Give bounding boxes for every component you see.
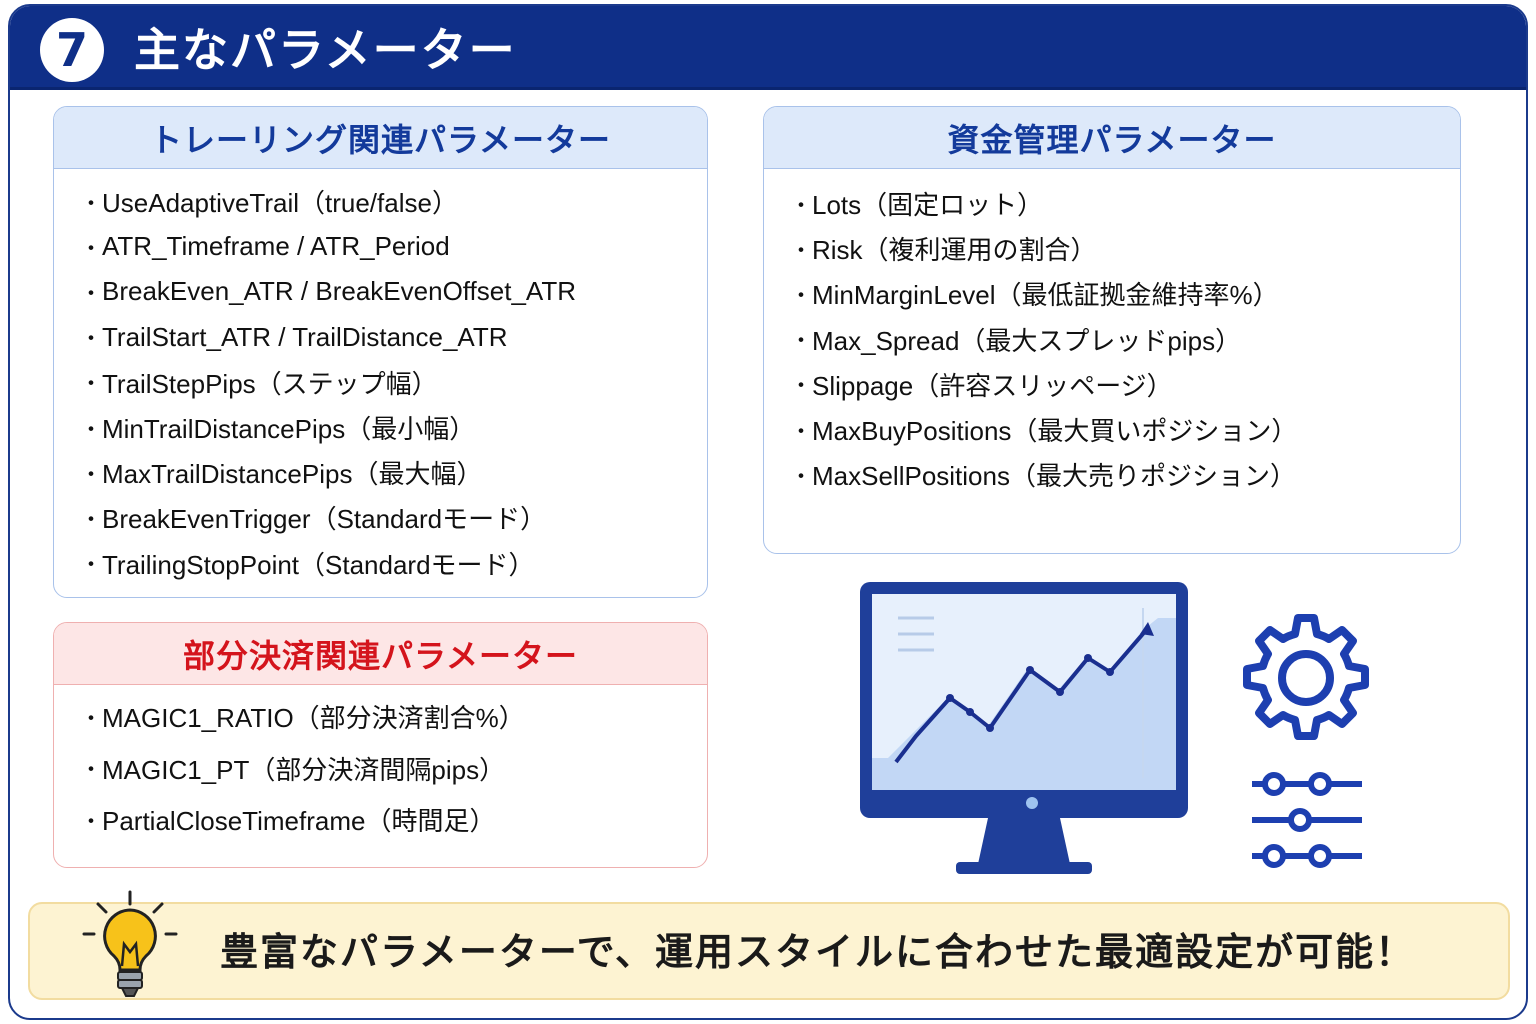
bullet-icon: ・ (80, 235, 103, 261)
bullet-icon: ・ (790, 237, 813, 263)
list-item: ・TrailStepPips（ステップ幅） (80, 360, 707, 405)
bullet-icon: ・ (80, 280, 103, 306)
param-label: TrailStepPips（ステップ幅） (102, 368, 438, 399)
partial-close-title: 部分決済関連パラメーター (54, 623, 707, 685)
list-item: ・BreakEven_ATR / BreakEvenOffset_ATR (80, 269, 707, 314)
list-item: ・MAGIC1_RATIO（部分決済割合%） (80, 691, 707, 743)
param-label: MinTrailDistancePips（最小幅） (102, 414, 476, 445)
monitor-chart-icon (860, 582, 1188, 874)
list-item: ・MaxTrailDistancePips（最大幅） (80, 450, 707, 495)
list-item: ・MinTrailDistancePips（最小幅） (80, 405, 707, 450)
partial-close-panel: 部分決済関連パラメーター ・MAGIC1_RATIO（部分決済割合%） ・MAG… (53, 622, 708, 868)
param-label: MaxBuyPositions（最大買いポジション） (812, 416, 1298, 447)
list-item: ・MaxSellPositions（最大売りポジション） (790, 452, 1460, 497)
param-label: MaxTrailDistancePips（最大幅） (102, 459, 483, 490)
money-management-list: ・Lots（固定ロット） ・Risk（複利運用の割合） ・MinMarginLe… (764, 169, 1460, 497)
slide-frame: 7 主なパラメーター トレーリング関連パラメーター ・UseAdaptiveTr… (8, 4, 1528, 1020)
bullet-icon: ・ (80, 705, 103, 731)
param-label: BreakEvenTrigger（Standardモード） (102, 504, 547, 535)
bullet-icon: ・ (80, 757, 103, 783)
param-label: Lots（固定ロット） (812, 190, 1044, 221)
trailing-params-panel: トレーリング関連パラメーター ・UseAdaptiveTrail（true/fa… (53, 106, 708, 598)
bullet-icon: ・ (80, 416, 103, 442)
bullet-icon: ・ (790, 192, 813, 218)
bullet-icon: ・ (790, 463, 813, 489)
bullet-icon: ・ (790, 418, 813, 444)
trailing-params-list: ・UseAdaptiveTrail（true/false） ・ATR_Timef… (54, 169, 707, 586)
list-item: ・Risk（複利運用の割合） (790, 226, 1460, 271)
param-label: TrailingStopPoint（Standardモード） (102, 549, 535, 580)
param-label: Slippage（許容スリッページ） (812, 370, 1173, 401)
list-item: ・PartialCloseTimeframe（時間足） (80, 794, 707, 846)
list-item: ・ATR_Timeframe / ATR_Period (80, 224, 707, 269)
param-label: MinMarginLevel（最低証拠金維持率%） (812, 280, 1279, 311)
param-label: UseAdaptiveTrail（true/false） (102, 188, 458, 219)
param-label: MAGIC1_RATIO（部分決済割合%） (102, 703, 525, 734)
bullet-icon: ・ (80, 506, 103, 532)
bullet-icon: ・ (790, 282, 813, 308)
list-item: ・MAGIC1_PT（部分決済間隔pips） (80, 743, 707, 795)
header-bar: 7 主なパラメーター (10, 6, 1526, 90)
trailing-params-title: トレーリング関連パラメーター (54, 107, 707, 169)
bullet-icon: ・ (80, 326, 103, 352)
list-item: ・Lots（固定ロット） (790, 181, 1460, 226)
param-label: Max_Spread（最大スプレッドpips） (812, 325, 1242, 356)
lightbulb-icon (82, 890, 178, 997)
list-item: ・TrailingStopPoint（Standardモード） (80, 541, 707, 586)
bullet-icon: ・ (80, 552, 103, 578)
param-label: Risk（複利運用の割合） (812, 235, 1097, 266)
param-label: MAGIC1_PT（部分決済間隔pips） (102, 754, 506, 785)
list-item: ・TrailStart_ATR / TrailDistance_ATR (80, 315, 707, 360)
list-item: ・Max_Spread（最大スプレッドpips） (790, 317, 1460, 362)
bullet-icon: ・ (790, 328, 813, 354)
sliders-icon (1252, 772, 1362, 868)
money-management-title: 資金管理パラメーター (764, 107, 1460, 169)
bullet-icon: ・ (790, 373, 813, 399)
tip-banner: 豊富なパラメーターで、運用スタイルに合わせた最適設定が可能！ (28, 890, 1510, 1000)
list-item: ・MaxBuyPositions（最大買いポジション） (790, 407, 1460, 452)
bullet-icon: ・ (80, 461, 103, 487)
money-management-panel: 資金管理パラメーター ・Lots（固定ロット） ・Risk（複利運用の割合） ・… (763, 106, 1461, 554)
gear-icon (1243, 614, 1369, 740)
tip-text: 豊富なパラメーターで、運用スタイルに合わせた最適設定が可能！ (220, 930, 1416, 974)
param-label: ATR_Timeframe / ATR_Period (102, 231, 450, 262)
bullet-icon: ・ (80, 190, 103, 216)
bullet-icon: ・ (80, 371, 103, 397)
param-label: BreakEven_ATR / BreakEvenOffset_ATR (102, 276, 576, 307)
param-label: MaxSellPositions（最大売りポジション） (812, 461, 1296, 492)
list-item: ・UseAdaptiveTrail（true/false） (80, 179, 707, 224)
param-label: PartialCloseTimeframe（時間足） (102, 806, 496, 837)
page-title: 主なパラメーター (134, 23, 517, 77)
partial-close-list: ・MAGIC1_RATIO（部分決済割合%） ・MAGIC1_PT（部分決済間隔… (54, 685, 707, 846)
list-item: ・BreakEvenTrigger（Standardモード） (80, 495, 707, 540)
section-number-badge: 7 (40, 18, 104, 82)
list-item: ・MinMarginLevel（最低証拠金維持率%） (790, 271, 1460, 316)
list-item: ・Slippage（許容スリッページ） (790, 362, 1460, 407)
bullet-icon: ・ (80, 808, 103, 834)
param-label: TrailStart_ATR / TrailDistance_ATR (102, 321, 508, 352)
